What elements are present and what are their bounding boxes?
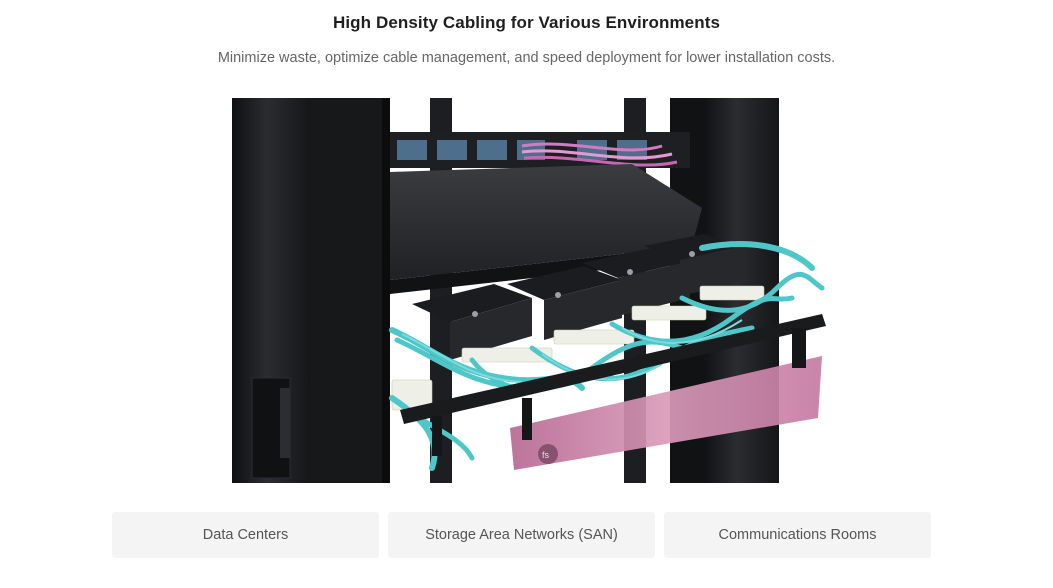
- product-photo: fs: [232, 98, 826, 483]
- environment-tabs: Data Centers Storage Area Networks (SAN)…: [112, 512, 931, 558]
- section-title: High Density Cabling for Various Environ…: [332, 13, 721, 32]
- section-subtitle: Minimize waste, optimize cable managemen…: [217, 50, 836, 66]
- tab-storage-area-networks[interactable]: Storage Area Networks (SAN): [388, 512, 655, 558]
- tab-communications-rooms[interactable]: Communications Rooms: [664, 512, 931, 558]
- rack-illustration: fs: [232, 98, 826, 483]
- brand-logo: fs: [542, 450, 550, 460]
- tab-data-centers[interactable]: Data Centers: [112, 512, 379, 558]
